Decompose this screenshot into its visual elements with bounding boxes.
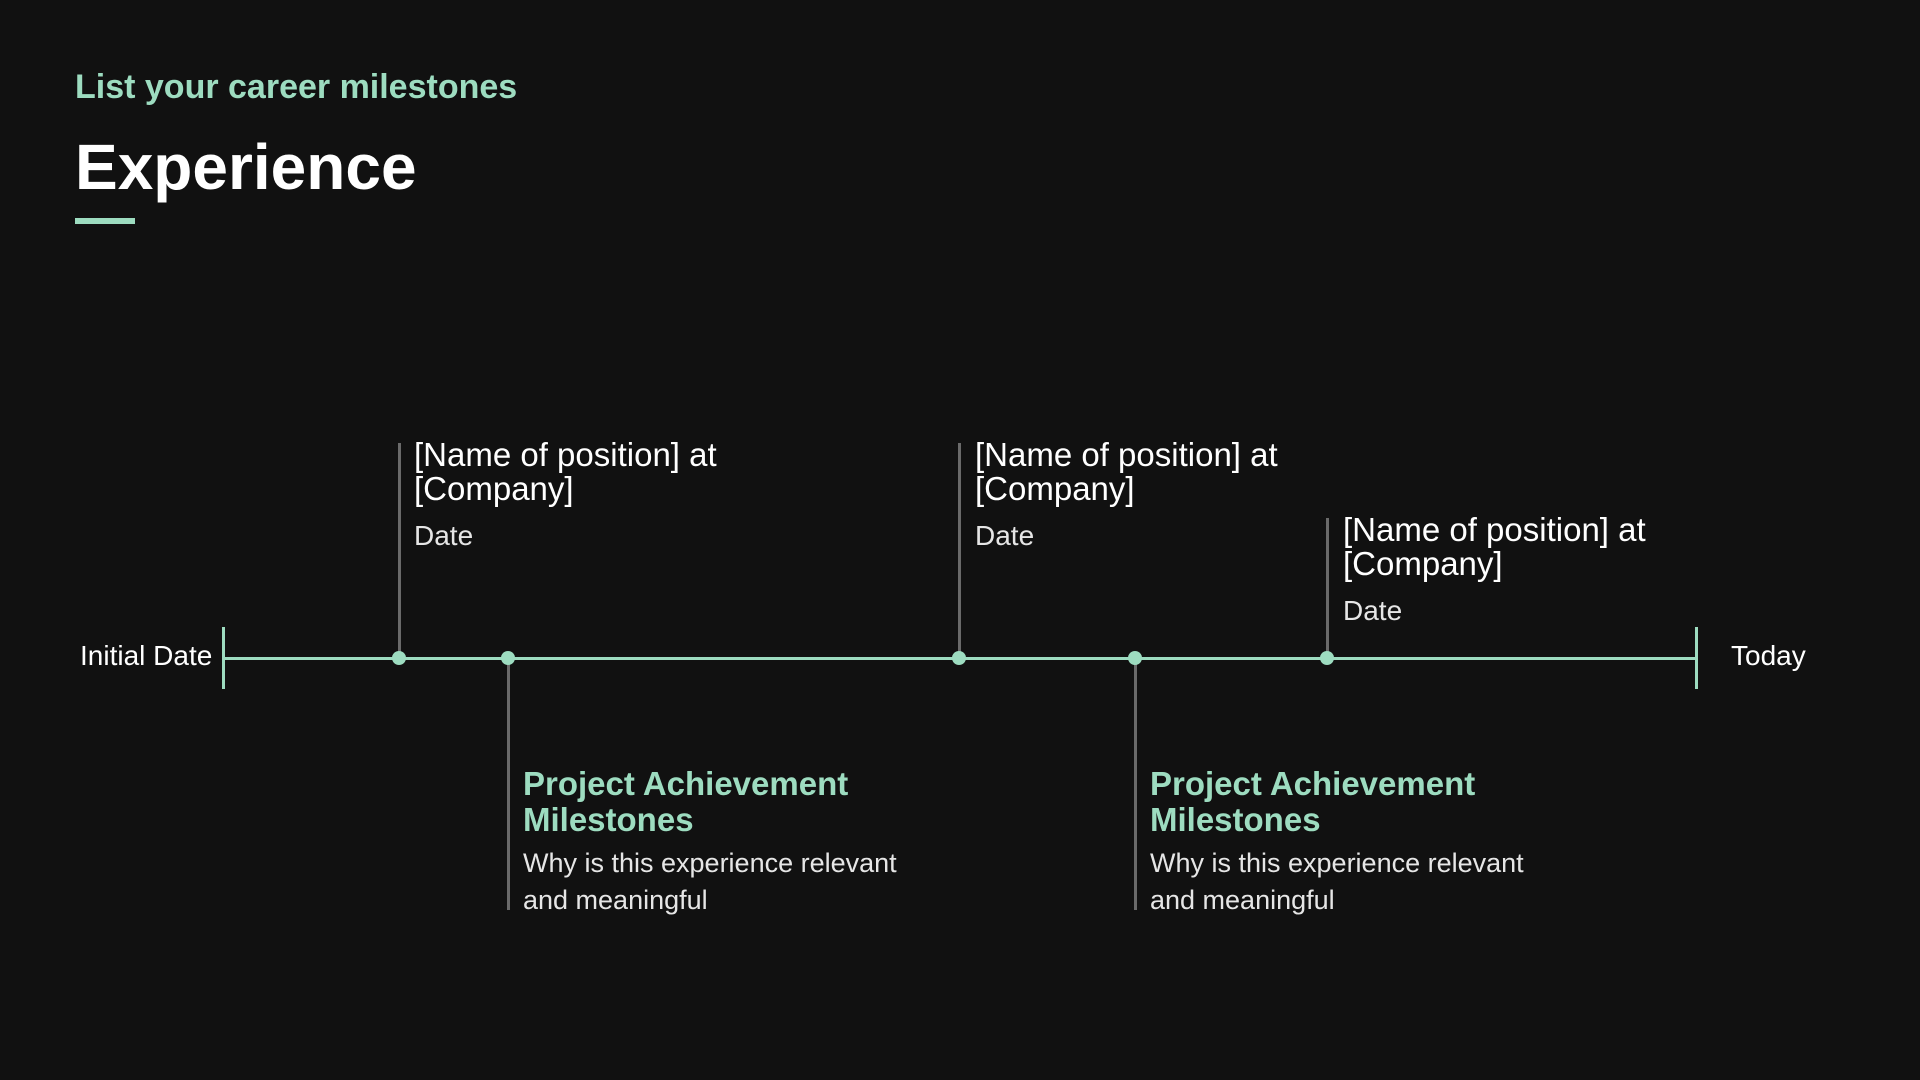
timeline-dot-achievement-1 <box>501 651 515 665</box>
timeline-end-label: Today <box>1731 640 1806 671</box>
timeline-start-label: Initial Date <box>80 640 213 671</box>
position-date-3: Date <box>1343 595 1403 626</box>
achievement-description-1: Why is this experience relevant and mean… <box>523 848 897 915</box>
achievement-title-2: Project Achievement Milestones <box>1150 765 1476 838</box>
timeline-dot-position-3 <box>1320 651 1334 665</box>
position-title-1: [Name of position] at [Company] <box>414 436 717 507</box>
timeline-start-tick <box>222 627 225 689</box>
page-title: Experience <box>75 131 417 203</box>
timeline-dot-position-1 <box>392 651 406 665</box>
position-stem-3 <box>1326 518 1329 658</box>
achievement-title-1: Project Achievement Milestones <box>523 765 849 838</box>
page-subtitle: List your career milestones <box>75 68 518 106</box>
achievement-description-2: Why is this experience relevant and mean… <box>1150 848 1524 915</box>
timeline-end-tick <box>1695 627 1698 689</box>
achievement-stem-1 <box>507 658 510 910</box>
timeline-dot-position-2 <box>952 651 966 665</box>
position-stem-2 <box>958 443 961 658</box>
position-date-2: Date <box>975 520 1035 551</box>
title-underline <box>75 218 135 224</box>
position-date-1: Date <box>414 520 474 551</box>
achievement-stem-2 <box>1134 658 1137 910</box>
position-title-2: [Name of position] at [Company] <box>975 436 1278 507</box>
position-stem-1 <box>398 443 401 658</box>
timeline-dot-achievement-2 <box>1128 651 1142 665</box>
position-title-3: [Name of position] at [Company] <box>1343 511 1646 582</box>
